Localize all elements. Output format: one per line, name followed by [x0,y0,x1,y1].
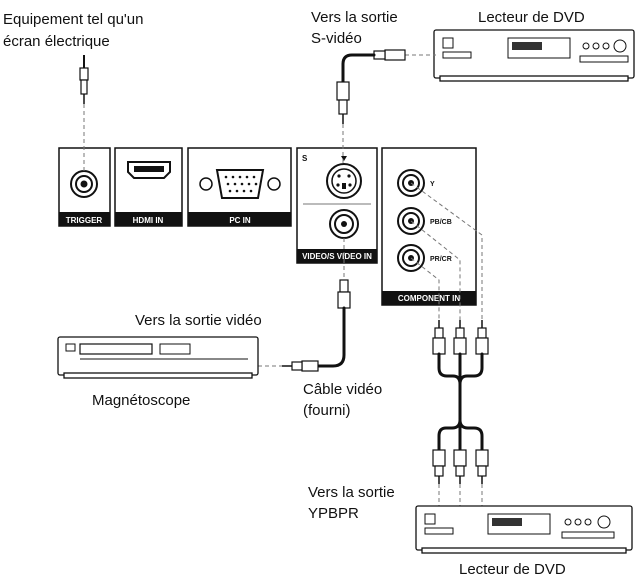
connector-panel: TRIGGER HDMI IN PC IN [58,147,477,306]
trigger-port: TRIGGER [58,147,111,227]
trigger-cable [79,55,89,172]
component-plugs-upper [432,320,489,355]
video-svideo-in-label: VIDEO/S VIDEO IN [302,252,372,261]
dvd-player-top [433,29,635,82]
component-y-label: Y [430,181,435,188]
equipment-label-line2: écran électrique [3,33,110,50]
svideo-cable [336,49,436,165]
dvd-player-bottom [415,505,633,554]
video-cable [258,238,351,372]
trigger-label: TRIGGER [66,216,103,225]
pc-in-port: PC IN [187,147,292,227]
component-in-port: Y PB/CB PR/CR COMPONENT IN [381,147,477,306]
svideo-out-label-line1: Vers la sortie [311,9,398,26]
hdmi-in-label: HDMI IN [133,216,164,225]
dvd-player-bottom-label: Lecteur de DVD [459,561,566,578]
component-pb-label: PB/CB [430,219,452,226]
vcr-label: Magnétoscope [92,392,190,409]
component-pr-label: PR/CR [430,256,452,263]
svideo-out-label-line2: S-vidéo [311,30,362,47]
ypbpr-out-label-line2: YPBPR [308,505,359,522]
component-cable [410,182,489,508]
s-mark: S [302,154,308,163]
ypbpr-out-label-line1: Vers la sortie [308,484,395,501]
video-svideo-in-port: S VIDEO/S VIDEO IN [296,147,378,264]
component-in-label: COMPONENT IN [398,294,460,303]
hdmi-in-port: HDMI IN [114,147,183,227]
component-plugs-lower [432,449,489,484]
video-cable-label-line1: Câble vidéo [303,381,382,398]
video-cable-label-line2: (fourni) [303,402,351,419]
vcr-device [57,336,259,379]
pc-in-label: PC IN [229,216,251,225]
equipment-label-line1: Equipement tel qu'un [3,11,143,28]
video-out-label: Vers la sortie vidéo [135,312,262,329]
dvd-player-top-label: Lecteur de DVD [478,9,585,26]
